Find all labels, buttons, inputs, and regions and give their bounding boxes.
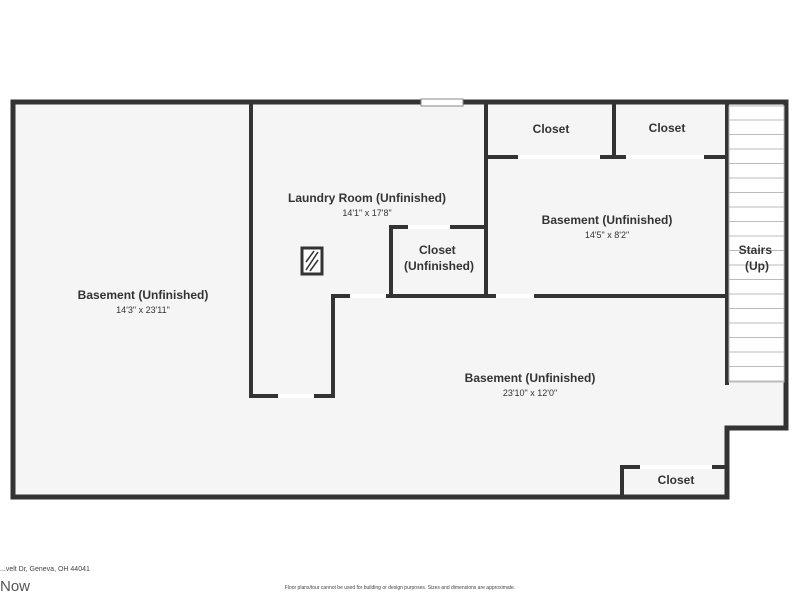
room-label-stairs: Stairs (Up) [739, 243, 776, 273]
footer-disclaimer: Floor plans/tour cannot be used for buil… [284, 585, 516, 591]
door-opening-laundry-closet [408, 225, 450, 229]
footer-address: ...velt Dr, Geneva, OH 44041 [0, 566, 90, 573]
stairs [728, 105, 785, 383]
floor-area [13, 102, 786, 497]
room-dim-laundry: 14'1" x 17'8" [342, 208, 391, 218]
openings [278, 98, 712, 469]
room-label-basement-northeast: Basement (Unfinished) [542, 213, 673, 227]
room-label-closet-top-2: Closet [649, 121, 686, 135]
room-label-closet-top-1: Closet [533, 122, 570, 136]
exterior-walls [10, 99, 789, 500]
chimney-symbol [300, 246, 324, 276]
room-dim-basement-south: 23'10" x 12'0" [503, 388, 557, 398]
room-label-basement-west: Basement (Unfinished) [78, 288, 209, 302]
door-opening-closet-1 [518, 155, 600, 159]
room-label-laundry: Laundry Room (Unfinished) [288, 191, 446, 205]
door-opening-closet-2 [626, 155, 704, 159]
room-dim-basement-west: 14'3" x 23'11" [116, 305, 170, 315]
door-opening-laundry-bottom [278, 394, 314, 398]
door-opening-closet-bottom [640, 465, 712, 469]
room-label-closet-bottom: Closet [658, 473, 695, 487]
window-top [420, 98, 464, 107]
door-opening-basement-ne [496, 294, 534, 298]
footer-brand-logo: Now [0, 578, 31, 595]
room-label-closet-laundry: Closet (Unfinished) [404, 243, 474, 273]
door-opening-laundry-south [350, 294, 386, 298]
room-label-basement-south: Basement (Unfinished) [465, 371, 596, 385]
room-dim-basement-northeast: 14'5" x 8'2" [585, 230, 629, 240]
